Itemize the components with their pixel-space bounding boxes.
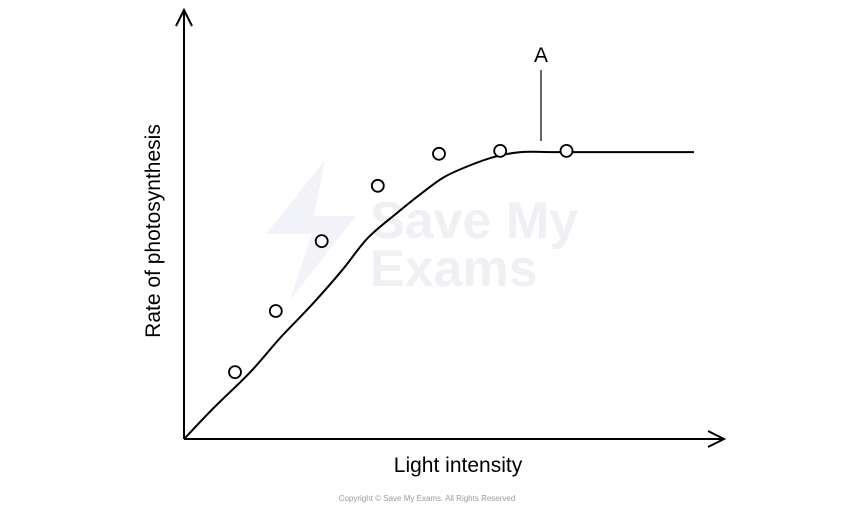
annotation-layer: A: [534, 44, 548, 141]
axes: [175, 7, 727, 448]
x-axis-arrow-icon: [707, 430, 727, 448]
annotation-label: A: [534, 44, 548, 67]
x-axis-title: Light intensity: [394, 454, 523, 477]
data-point: [559, 143, 574, 158]
data-point: [432, 146, 446, 161]
data-point: [268, 304, 283, 318]
watermark-bolt-icon: [266, 160, 356, 300]
data-point: [228, 365, 242, 380]
y-axis-title: Rate of photosynthesis: [142, 124, 165, 338]
y-axis-arrow-icon: [175, 7, 193, 27]
copyright-text: Copyright © Save My Exams. All Rights Re…: [339, 494, 516, 503]
points-layer: [228, 143, 574, 380]
watermark: Save My Exams: [266, 160, 578, 300]
series-line: [183, 150, 694, 440]
watermark-line-2: Exams: [370, 240, 538, 298]
data-point: [314, 234, 329, 249]
data-point: [493, 143, 508, 158]
curve-layer: [183, 150, 694, 440]
watermark-line-1: Save My: [370, 192, 578, 250]
data-point: [370, 178, 385, 193]
